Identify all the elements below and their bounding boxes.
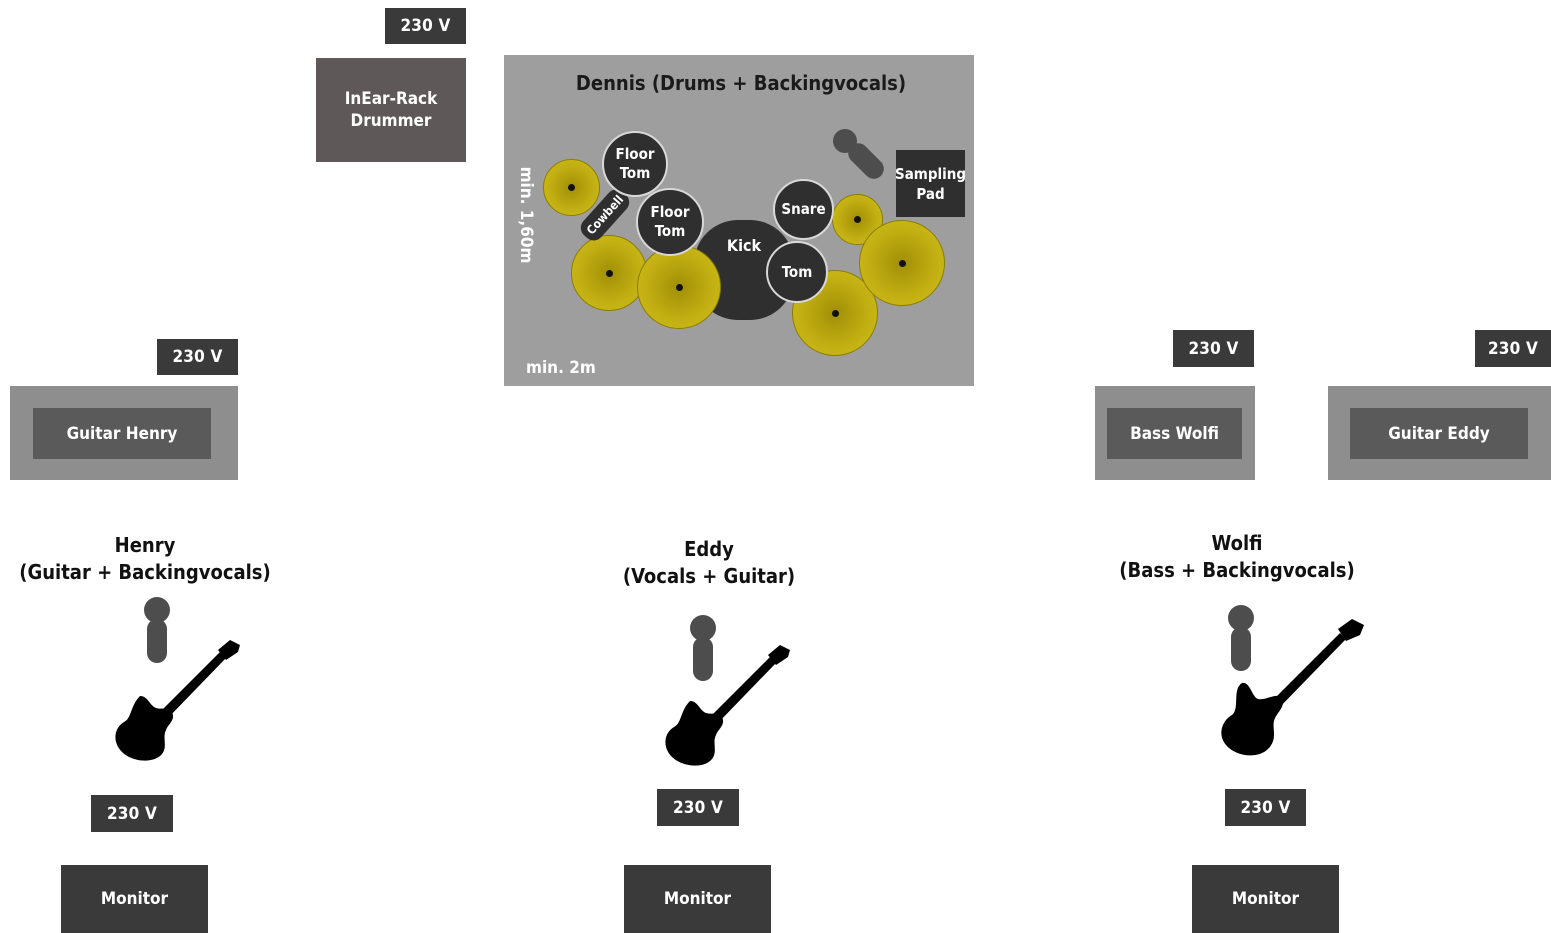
monitor-eddy: Monitor (624, 865, 771, 933)
sampling-pad: Sampling Pad (895, 150, 966, 217)
microphone-icon (1231, 627, 1251, 671)
electric-guitar-icon (665, 645, 790, 766)
floor-tom-1: Floor Tom (602, 131, 668, 197)
power-outlet-bass-amp: 230 V (1173, 330, 1254, 367)
amp-guitar-eddy: Guitar Eddy (1328, 386, 1551, 480)
cymbal (571, 235, 647, 311)
microphone-icon (1228, 605, 1254, 631)
inear-rack-drummer: InEar-Rack Drummer (316, 58, 466, 162)
drum-riser-title: Dennis (Drums + Backingvocals) (575, 71, 907, 95)
microphone-icon (844, 139, 888, 183)
tom-drum: Tom (766, 241, 828, 303)
microphone-icon (693, 637, 713, 681)
bass-guitar-icon (1221, 619, 1364, 756)
electric-guitar-icon (115, 640, 240, 761)
drum-riser: Dennis (Drums + Backingvocals) min. 1,60… (504, 55, 974, 386)
amp-bass-wolfi: Bass Wolfi (1095, 386, 1255, 480)
amp-bass-wolfi-label: Bass Wolfi (1107, 408, 1242, 459)
amp-guitar-henry: Guitar Henry (10, 386, 238, 480)
musician-wolfi: Wolfi (Bass + Backingvocals) (1119, 531, 1355, 582)
power-outlet-henry: 230 V (91, 795, 173, 832)
musician-henry: Henry (Guitar + Backingvocals) (19, 533, 271, 584)
amp-guitar-eddy-label: Guitar Eddy (1350, 408, 1528, 459)
snare-drum: Snare (773, 179, 834, 240)
cymbal (859, 220, 945, 306)
microphone-icon (690, 615, 716, 641)
musician-eddy: Eddy (Vocals + Guitar) (622, 537, 796, 588)
microphone-icon (144, 597, 170, 623)
power-outlet-inear: 230 V (385, 8, 466, 44)
power-outlet-wolfi: 230 V (1225, 789, 1306, 826)
monitor-henry: Monitor (61, 865, 208, 933)
power-outlet-henry-amp: 230 V (157, 339, 238, 375)
microphone-icon (147, 619, 167, 663)
power-outlet-eddy: 230 V (657, 789, 739, 826)
cymbal (637, 245, 721, 329)
power-outlet-eddy-amp: 230 V (1475, 330, 1551, 367)
floor-tom-2: Floor Tom (636, 188, 704, 256)
monitor-wolfi: Monitor (1192, 865, 1339, 933)
riser-width-label: min. 2m (526, 358, 596, 378)
amp-guitar-henry-label: Guitar Henry (33, 408, 211, 459)
riser-depth-label: min. 1,60m (516, 166, 536, 264)
cymbal (543, 159, 600, 216)
